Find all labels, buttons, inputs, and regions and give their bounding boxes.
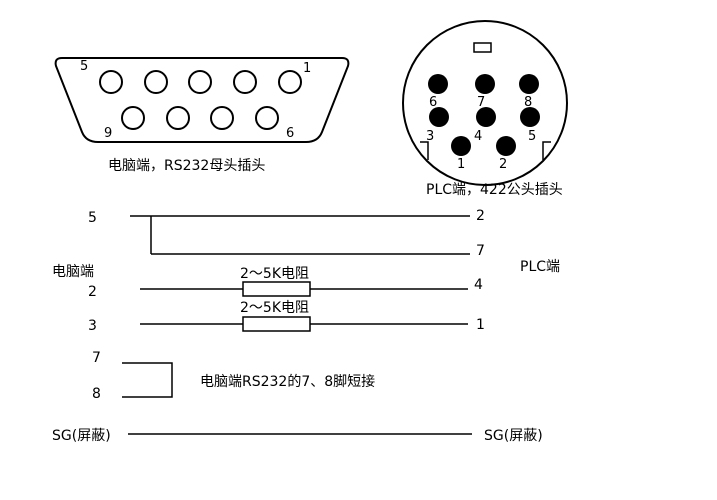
din8-connector: 6 7 8 3 4 5 1 2 PLC端，422公头插头: [402, 20, 568, 198]
db9-pin-hole: [166, 106, 190, 130]
din8-pin: [496, 136, 516, 156]
din8-caption: PLC端，422公头插头: [426, 182, 563, 198]
din8-pin: [428, 74, 448, 94]
pc-pin-3-label: 3: [88, 318, 97, 334]
plc-pin-2-label: 2: [476, 208, 485, 224]
din8-bottom-left-notch: [420, 141, 429, 160]
db9-pin-label-6: 6: [286, 126, 294, 141]
db9-pin-hole: [210, 106, 234, 130]
plc-side-label: PLC端: [520, 259, 560, 275]
db9-pin-hole: [144, 70, 168, 94]
short-jumper: [122, 362, 173, 398]
pc-pin-5-label: 5: [88, 210, 97, 226]
din8-pin: [429, 107, 449, 127]
plc-pin-7-label: 7: [476, 243, 485, 259]
din8-pin-label-7: 7: [477, 95, 485, 110]
din8-key-notch: [473, 42, 492, 53]
sg-right-label: SG(屏蔽): [484, 428, 543, 444]
db9-connector: 5 1 9 6 电脑端，RS232母头插头: [54, 57, 350, 174]
din8-pin-label-5: 5: [528, 129, 536, 144]
short-pin-7-label: 7: [92, 350, 101, 366]
short-note: 电脑端RS232的7、8脚短接: [200, 373, 375, 390]
din8-shell-outline: [402, 20, 568, 186]
din8-pin-label-6: 6: [429, 95, 437, 110]
db9-pin-label-1: 1: [303, 61, 311, 76]
din8-pin: [520, 107, 540, 127]
plc-pin-4-label: 4: [474, 277, 483, 293]
db9-pin-hole: [278, 70, 302, 94]
resistor-1: [242, 281, 311, 297]
pc-pin-2-label: 2: [88, 284, 97, 300]
resistor-2-label: 2～5K电阻: [240, 300, 309, 316]
db9-shell-outline: [54, 57, 350, 143]
din8-pin-label-4: 4: [474, 129, 482, 144]
short-pin-8-label: 8: [92, 386, 101, 402]
din8-pin: [519, 74, 539, 94]
din8-pin-label-3: 3: [426, 129, 434, 144]
resistor-1-label: 2～5K电阻: [240, 266, 309, 282]
db9-pin-hole: [99, 70, 123, 94]
wiring-section: 5 2 7 电脑端 PLC端 2 2～5K电阻 4 3 2～5K电阻 1 7 8…: [52, 208, 560, 444]
db9-caption: 电脑端，RS232母头插头: [108, 158, 265, 174]
db9-pin-hole: [255, 106, 279, 130]
db9-pin-hole: [233, 70, 257, 94]
din8-pin-label-8: 8: [524, 95, 532, 110]
db9-pin-hole: [121, 106, 145, 130]
resistor-2: [242, 316, 311, 332]
plc-pin-1-label: 1: [476, 317, 485, 333]
din8-pin-label-2: 2: [499, 157, 507, 172]
din8-pin: [475, 74, 495, 94]
db9-pin-label-9: 9: [104, 126, 112, 141]
pc-side-label: 电脑端: [52, 264, 94, 280]
db9-pin-hole: [188, 70, 212, 94]
din8-pin-label-1: 1: [457, 157, 465, 172]
din8-pin: [476, 107, 496, 127]
din8-bottom-right-notch: [542, 141, 551, 160]
db9-pin-label-5: 5: [80, 59, 88, 74]
din8-pin: [451, 136, 471, 156]
sg-left-label: SG(屏蔽): [52, 428, 111, 444]
